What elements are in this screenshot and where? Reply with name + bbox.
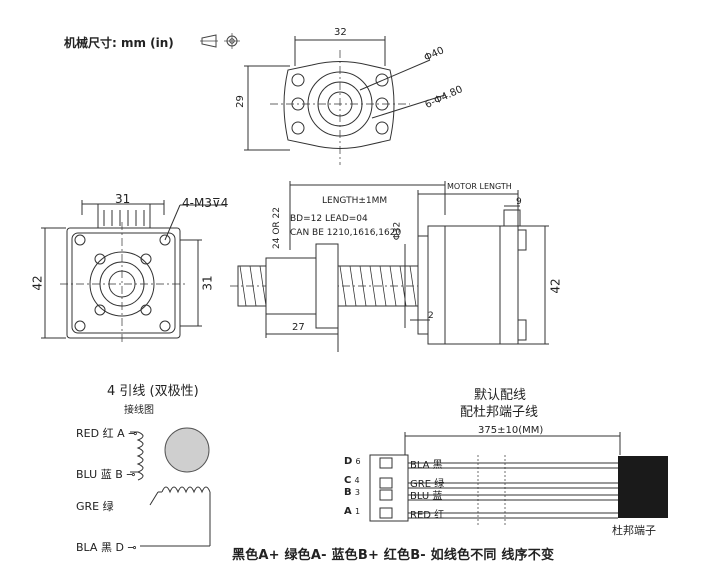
motor-height-label: 42 — [548, 278, 563, 294]
projection-symbol-icon — [200, 33, 240, 49]
motor-face-width-label: 31 — [115, 192, 131, 206]
connector-harness — [369, 432, 621, 525]
lead-screw-side-view — [230, 181, 549, 352]
pin-label-b: BLU 蓝 — [410, 491, 443, 502]
flange-height-label: 29 — [234, 95, 246, 108]
pin-label-c: GRE 绿 — [410, 479, 445, 490]
thread-note-label: 4-M3⊽4 — [182, 196, 229, 210]
nut-length-label: 27 — [292, 322, 305, 333]
bd-lead-label: BD=12 LEAD=04 — [290, 214, 368, 224]
pin-label-d: BLA 黑 — [410, 460, 443, 471]
pin-row-b: B 3 — [344, 487, 360, 498]
lead-gre: GRE 绿 — [76, 500, 114, 513]
motor-face-view — [41, 200, 225, 345]
dupont-terminal-block — [618, 456, 668, 518]
nut-dia-label: 24 OR 22 — [271, 207, 282, 249]
flange-gap-label: 2 — [428, 311, 434, 321]
wiring-schematic — [130, 427, 211, 547]
pin-row-d: D 6 — [344, 456, 361, 467]
connector-title-line1: 默认配线 — [474, 388, 527, 403]
shaft-offset-label: 9 — [516, 197, 522, 207]
pin-row-a: A 1 — [344, 506, 361, 517]
dimensions-heading: 机械尺寸: mm (in) — [64, 36, 174, 50]
connector-title-line2: 配杜邦端子线 — [460, 405, 539, 420]
color-assignment-note: 黑色A+ 绿色A- 蓝色B+ 红色B- 如线色不同 线序不变 — [232, 548, 555, 563]
can-be-label: CAN BE 1210,1616,1620 — [290, 228, 402, 238]
motor-face-height-label: 42 — [30, 275, 45, 291]
length-label: LENGTH±1MM — [322, 196, 388, 206]
terminal-label: 杜邦端子 — [612, 524, 656, 537]
pin-label-a: RED 红 — [410, 510, 445, 521]
lead-blu: BLU 蓝 B ⊸ — [76, 468, 136, 481]
lead-bla: BLA 黑 D ⊸ — [76, 541, 137, 554]
cable-length-label: 375±10(MM) — [478, 425, 544, 436]
nut-dia2-label: Φ32 — [392, 221, 403, 241]
wiring-title: 4 引线 (双极性) — [107, 384, 199, 399]
pin-row-c: C 4 — [344, 475, 360, 486]
flange-width-label: 32 — [334, 27, 347, 38]
wiring-subtitle: 接线图 — [124, 405, 154, 416]
lead-red: RED 红 A ⊸ — [76, 427, 138, 440]
motor-face-hole-spacing-label: 31 — [200, 275, 215, 291]
flange-nut-front-view — [244, 36, 446, 165]
motor-length-label: MOTOR LENGTH — [447, 182, 512, 191]
